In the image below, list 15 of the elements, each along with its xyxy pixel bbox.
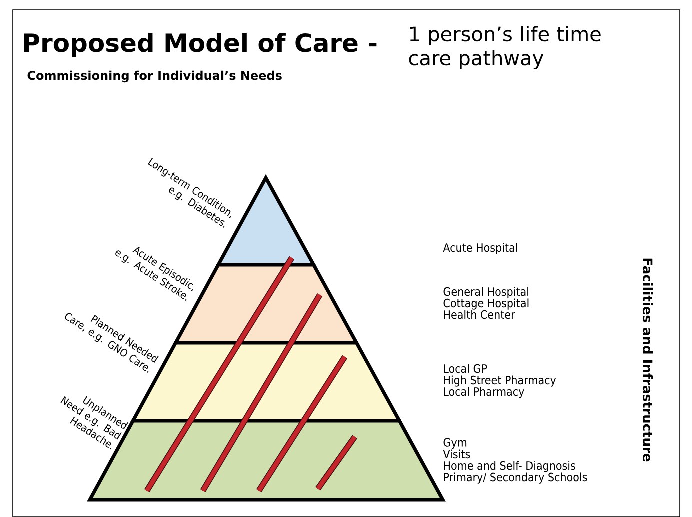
subtitle: 1 person’s life time care pathway (409, 26, 601, 70)
facility-label: General Hospital (444, 287, 528, 298)
facility-label: Primary/ Secondary Schools (444, 472, 588, 484)
facility-label: Cottage Hospital (444, 298, 529, 310)
facility-label: Home and Self- Diagnosis (444, 461, 576, 472)
facility-label: Visits (443, 450, 470, 459)
subtitle: Commissioning for Individual’s Needs (28, 70, 282, 83)
facility-label: Acute Hospital (443, 243, 518, 254)
facility-label: Local Pharmacy (444, 387, 524, 398)
facility-label: High Street Pharmacy (444, 376, 556, 387)
facility-label: Local GP (444, 364, 488, 374)
facility-label: Health Center (444, 310, 516, 320)
title: Proposed Model of Care - (24, 33, 377, 58)
axis-label: Facilities and Infrastructure (642, 258, 654, 462)
facility-label: Gym (444, 438, 467, 450)
